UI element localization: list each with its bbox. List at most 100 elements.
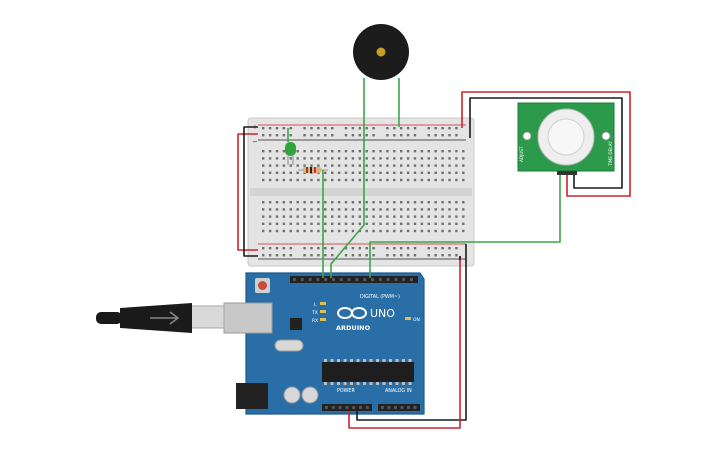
header-pin[interactable] xyxy=(386,278,390,281)
rail-hole xyxy=(317,254,320,257)
rail-hole xyxy=(406,134,410,137)
header-pin[interactable] xyxy=(332,278,335,281)
breadboard-hole xyxy=(434,150,437,153)
breadboard-hole xyxy=(303,150,306,153)
header-pin[interactable] xyxy=(331,406,335,409)
header-pin[interactable] xyxy=(300,278,304,281)
breadboard-hole xyxy=(455,178,458,182)
reset-button-cap[interactable] xyxy=(258,281,267,290)
rail-hole xyxy=(351,247,355,250)
header-pin[interactable] xyxy=(381,406,384,409)
header-pin[interactable] xyxy=(293,278,296,281)
crystal xyxy=(274,339,304,352)
breadboard-hole xyxy=(434,229,437,233)
header-pin[interactable] xyxy=(378,278,382,281)
header-pin[interactable] xyxy=(387,406,391,409)
led-body xyxy=(285,142,296,156)
breadboard-hole xyxy=(434,208,437,211)
breadboard-hole xyxy=(441,171,444,174)
breadboard-hole xyxy=(317,157,320,160)
rail-hole xyxy=(386,247,389,250)
breadboard-hole xyxy=(441,229,444,233)
breadboard-hole xyxy=(448,201,451,204)
chip-pin xyxy=(356,359,360,362)
wire-arduino-gnd xyxy=(356,250,467,421)
header-pin[interactable] xyxy=(352,406,356,409)
breadboard-hole xyxy=(296,178,299,182)
breadboard-hole xyxy=(337,229,341,233)
breadboard-hole xyxy=(289,215,292,218)
header-pin[interactable] xyxy=(316,278,320,281)
breadboard-hole xyxy=(400,208,403,211)
breadboard-hole xyxy=(303,208,306,211)
header-pin[interactable] xyxy=(407,406,410,409)
breadboard-hole xyxy=(406,222,410,225)
breadboard-hole xyxy=(351,157,355,160)
breadboard-hole xyxy=(462,201,465,204)
breadboard-hole xyxy=(420,150,424,153)
breadboard-hole xyxy=(427,150,430,153)
breadboard-hole xyxy=(434,222,437,225)
header-pin[interactable] xyxy=(413,406,417,409)
header-pin[interactable] xyxy=(338,406,342,409)
header-pin[interactable] xyxy=(359,406,362,409)
rail-hole xyxy=(448,134,451,137)
breadboard-holes xyxy=(262,127,465,257)
header-pin[interactable] xyxy=(355,278,359,281)
breadboard-hole xyxy=(262,178,265,182)
piezo-buzzer xyxy=(353,24,409,80)
header-pin[interactable] xyxy=(308,278,312,281)
rail-hole xyxy=(324,247,327,250)
pir-pot-right[interactable] xyxy=(601,131,611,141)
chip-pin xyxy=(363,382,366,385)
breadboard-hole xyxy=(413,229,417,233)
header-pin[interactable] xyxy=(394,278,398,281)
header-pin[interactable] xyxy=(410,278,413,281)
breadboard-hole xyxy=(310,157,313,160)
breadboard-hole xyxy=(344,201,348,204)
breadboard-hole xyxy=(434,201,437,204)
rail-hole xyxy=(331,134,334,137)
pir-pot-left[interactable] xyxy=(522,131,532,141)
header-pin[interactable] xyxy=(400,406,404,409)
header-pin[interactable] xyxy=(325,406,328,409)
header-pin[interactable] xyxy=(347,278,351,281)
header-pin[interactable] xyxy=(365,406,369,409)
header-pin[interactable] xyxy=(345,406,349,409)
rail-hole xyxy=(268,254,272,257)
header-pin[interactable] xyxy=(363,278,367,281)
resistor xyxy=(298,167,328,173)
wire-left-rail-black xyxy=(243,126,258,257)
breadboard-hole xyxy=(351,178,355,182)
rail-hole xyxy=(275,247,279,250)
rail-hole xyxy=(331,254,334,257)
breadboard-hole xyxy=(344,164,348,167)
header-pin[interactable] xyxy=(402,278,406,281)
usb-cable-end xyxy=(96,312,122,324)
breadboard-hole xyxy=(448,229,451,233)
wire-pir-gnd xyxy=(469,97,623,189)
header-pin[interactable] xyxy=(394,406,397,409)
breadboard-hole xyxy=(400,215,403,218)
rail-hole xyxy=(448,127,451,130)
rail-hole xyxy=(358,247,361,250)
analog-header xyxy=(378,404,420,411)
breadboard-hole xyxy=(455,215,458,218)
breadboard-hole xyxy=(289,164,292,167)
breadboard-hole xyxy=(303,229,306,233)
rail-hole xyxy=(448,254,451,257)
header-pin[interactable] xyxy=(371,278,374,281)
header-pin[interactable] xyxy=(324,278,328,281)
led-rx xyxy=(320,318,326,321)
resistor-band-1 xyxy=(306,167,308,173)
pir-label-right: TIME DELAY xyxy=(608,141,613,167)
wire-buzzer-signal xyxy=(330,78,365,278)
breadboard-hole xyxy=(462,171,465,174)
header-pin[interactable] xyxy=(339,278,343,281)
breadboard-hole xyxy=(317,150,320,153)
breadboard-hole xyxy=(317,201,320,204)
breadboard-hole xyxy=(427,171,430,174)
breadboard-hole xyxy=(344,150,348,153)
breadboard-hole xyxy=(462,208,465,211)
breadboard-hole xyxy=(372,164,375,167)
